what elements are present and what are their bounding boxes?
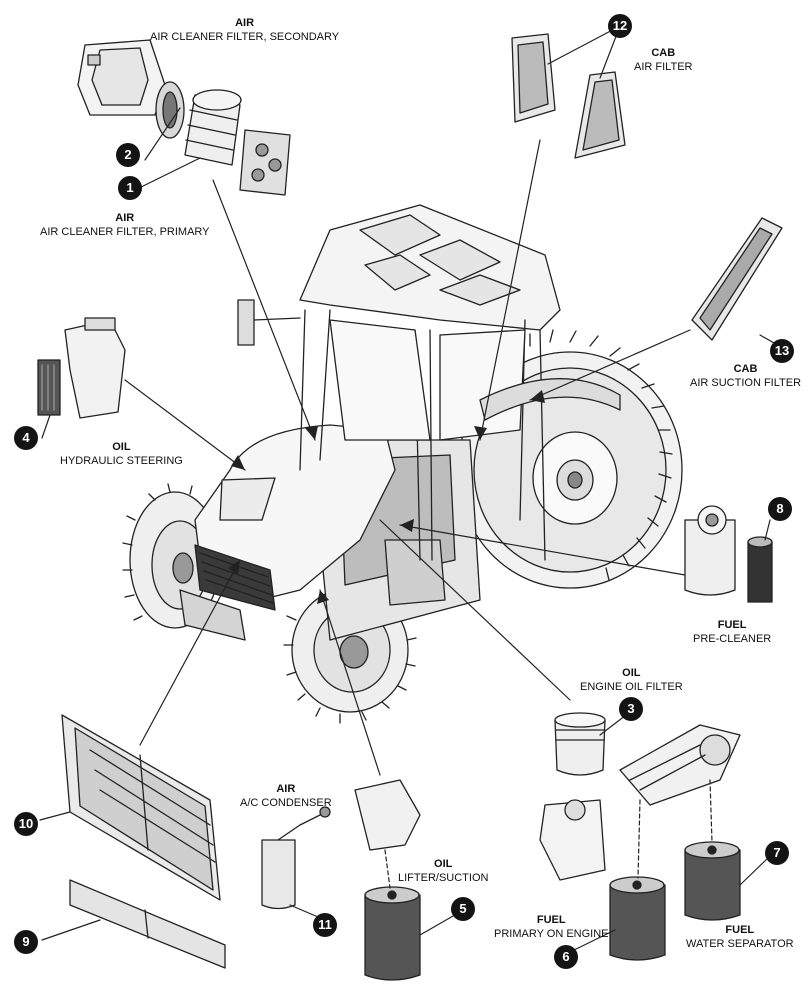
- fuel-water-separator-drawing: [684, 841, 741, 921]
- label-name: AIR FILTER: [634, 61, 693, 73]
- strip-filter-drawing: [69, 879, 226, 969]
- leader-line-7-dash: [709, 779, 713, 843]
- fuel-pre-cleaner-drawing: [684, 505, 773, 603]
- label-category: OIL: [434, 858, 453, 870]
- label-name: AIR CLEANER FILTER, PRIMARY: [40, 226, 210, 238]
- leader-line-2: [144, 107, 181, 161]
- leader-line-4: [124, 379, 246, 471]
- hydraulic-steering-filter-drawing: [37, 317, 126, 419]
- callout-badge-5: 5: [451, 897, 475, 921]
- air-cleaner-cap-drawing: [239, 129, 291, 196]
- label-name: WATER SEPARATOR: [686, 938, 794, 950]
- label-category: FUEL: [725, 924, 755, 936]
- leader-line-4-tag: [41, 414, 51, 439]
- callout-badge-8: 8: [768, 497, 792, 521]
- label-name: AIR SUCTION FILTER: [690, 377, 802, 389]
- label-oil-engine-filter: OIL ENGINE OIL FILTER: [580, 666, 683, 694]
- label-category: AIR: [115, 212, 135, 224]
- label-category: CAB: [651, 47, 676, 59]
- label-category: CAB: [733, 363, 758, 375]
- leader-line-1-part: [134, 157, 201, 191]
- leader-line-10-tag: [39, 811, 71, 821]
- leader-line-5: [319, 589, 381, 776]
- label-air-secondary: AIR AIR CLEANER FILTER, SECONDARY: [150, 16, 339, 44]
- leader-line-8: [399, 524, 686, 576]
- label-name: AIR CLEANER FILTER, SECONDARY: [150, 31, 340, 43]
- leader-line-7: [739, 857, 769, 886]
- leader-line-13: [529, 329, 691, 401]
- label-category: AIR: [235, 17, 255, 29]
- callout-badge-4: 4: [14, 426, 38, 450]
- callout-badge-7: 7: [765, 841, 789, 865]
- leader-lines: [39, 25, 784, 954]
- leader-line-12: [479, 139, 541, 441]
- callout-badge-12: 12: [608, 14, 632, 38]
- ac-condenser-drier-drawing: [261, 806, 331, 910]
- leader-line-8-tag: [764, 519, 771, 541]
- label-category: FUEL: [717, 619, 747, 631]
- primary-filter-drawing: [184, 89, 242, 166]
- label-oil-hydraulic-steering: OIL HYDRAULIC STEERING: [60, 440, 183, 468]
- label-cab-air-filter: CAB AIR FILTER: [634, 46, 692, 74]
- label-name: PRIMARY ON ENGINE: [494, 928, 609, 940]
- leader-line-10: [139, 559, 241, 746]
- air-cleaner-housing-drawing: [77, 39, 166, 116]
- callout-badge-2: 2: [116, 143, 140, 167]
- callout-badge-11: 11: [313, 913, 337, 937]
- leader-line-3: [379, 519, 571, 701]
- label-air-primary: AIR AIR CLEANER FILTER, PRIMARY: [40, 211, 210, 239]
- leader-line-12a: [547, 25, 621, 65]
- label-name: A/C CONDENSER: [240, 797, 332, 809]
- leader-line-9: [41, 919, 101, 941]
- secondary-filter-drawing: [155, 81, 185, 139]
- label-oil-lifter-suction: OIL LIFTER/SUCTION: [398, 857, 488, 885]
- label-category: AIR: [276, 783, 296, 795]
- engine-oil-filter-drawing: [539, 712, 606, 881]
- label-category: OIL: [112, 441, 131, 453]
- callout-badge-9: 9: [14, 930, 38, 954]
- label-name: ENGINE OIL FILTER: [580, 681, 683, 693]
- label-air-ac-condenser: AIR A/C CONDENSER: [240, 782, 332, 810]
- fuel-pump-drawing: [619, 724, 741, 806]
- label-fuel-pre-cleaner: FUEL PRE-CLEANER: [693, 618, 771, 646]
- callout-badge-1: 1: [118, 176, 142, 200]
- fuel-primary-filter-drawing: [609, 876, 666, 961]
- label-fuel-primary-engine: FUEL PRIMARY ON ENGINE: [494, 913, 609, 941]
- callout-badge-10: 10: [14, 812, 38, 836]
- label-name: PRE-CLEANER: [693, 633, 772, 645]
- label-category: OIL: [622, 667, 641, 679]
- label-cab-air-suction: CAB AIR SUCTION FILTER: [690, 362, 801, 390]
- leader-line-5-dash: [384, 849, 391, 889]
- callout-badge-6: 6: [554, 945, 578, 969]
- cab-suction-filter-drawing: [691, 217, 783, 341]
- label-name: LIFTER/SUCTION: [398, 872, 489, 884]
- leader-line-6-dash: [637, 799, 641, 879]
- label-category: FUEL: [536, 914, 566, 926]
- cabin-panel-filter-drawing: [61, 714, 221, 901]
- leader-line-1: [212, 179, 316, 441]
- callout-badge-3: 3: [619, 697, 643, 721]
- label-fuel-water-separator: FUEL WATER SEPARATOR: [686, 923, 794, 951]
- tractor-illustration: [122, 204, 683, 724]
- label-name: HYDRAULIC STEERING: [60, 455, 183, 467]
- cab-air-filter-drawing: [511, 33, 626, 159]
- lifter-suction-filter-drawing: [354, 779, 421, 981]
- callout-badge-13: 13: [770, 339, 794, 363]
